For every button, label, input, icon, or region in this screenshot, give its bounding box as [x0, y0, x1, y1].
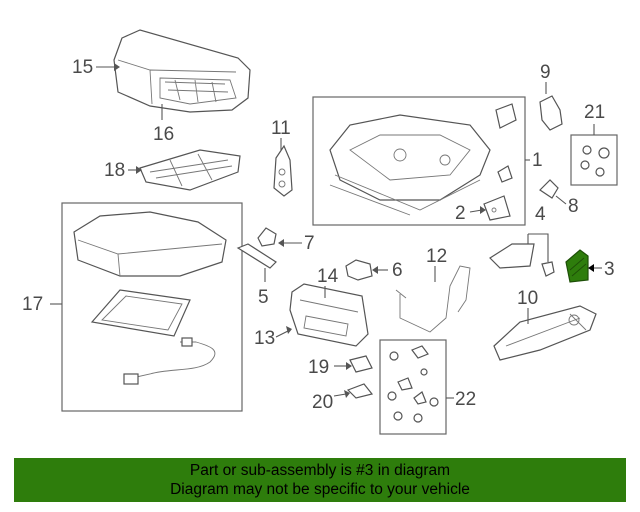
part-21-screws[interactable]	[580, 145, 610, 177]
part-21-group-box	[570, 134, 618, 186]
part-13-storage-drawer[interactable]	[289, 283, 369, 347]
callout-17: 17	[22, 294, 43, 315]
callout-18: 18	[104, 160, 125, 181]
part-22-group-box	[379, 339, 447, 435]
callout-4: 4	[535, 204, 546, 225]
callout-19: 19	[308, 357, 329, 378]
part-1-seat-frame[interactable]	[329, 114, 491, 216]
callout-10: 10	[517, 288, 538, 309]
callout-6: 6	[392, 260, 403, 281]
arrowhead-20	[344, 390, 350, 398]
part-15-seat-cushion-cover[interactable]	[113, 29, 251, 113]
part-12-cable[interactable]	[395, 265, 471, 333]
part-17-wire-harness	[123, 337, 216, 385]
part-7-bracket[interactable]	[257, 227, 277, 247]
callout-9: 9	[540, 62, 551, 83]
arrowhead-13	[286, 326, 292, 334]
part-6-clip[interactable]	[345, 259, 373, 281]
callout-13: 13	[254, 328, 275, 349]
callout-2: 2	[455, 203, 466, 224]
callout-1: 1	[532, 150, 543, 171]
part-11-bracket[interactable]	[273, 144, 293, 197]
callout-11: 11	[271, 118, 291, 139]
banner-line-1: Part or sub-assembly is #3 in diagram	[189, 462, 451, 479]
part-5-trim[interactable]	[236, 243, 277, 269]
arrowhead-15	[114, 63, 120, 71]
callout-5: 5	[258, 287, 269, 308]
callout-16: 16	[153, 124, 174, 145]
part-22-fasteners[interactable]	[387, 345, 439, 423]
callout-8: 8	[568, 196, 579, 217]
arrowhead-3	[588, 264, 594, 272]
callout-7: 7	[304, 233, 315, 254]
part-8-clip[interactable]	[539, 179, 559, 199]
part-4-cover[interactable]	[489, 243, 555, 277]
leader-4	[527, 233, 549, 262]
callout-3: 3	[604, 259, 615, 280]
part-19-clip[interactable]	[349, 355, 373, 373]
arrowhead-19	[346, 362, 352, 370]
arrowhead-18	[136, 166, 142, 174]
callout-15: 15	[72, 57, 93, 78]
part-1-group-box	[312, 96, 526, 226]
part-3-highlighted-cover[interactable]	[565, 249, 589, 283]
part-info-banner: Part or sub-assembly is #3 in diagram Di…	[14, 458, 626, 502]
callout-12: 12	[426, 246, 447, 267]
leader-8	[555, 195, 567, 205]
banner-line-2: Diagram may not be specific to your vehi…	[170, 481, 470, 498]
part-9-clip[interactable]	[539, 95, 563, 131]
part-18-heater-element[interactable]	[139, 149, 241, 191]
arrowhead-2	[480, 206, 486, 214]
part-17-group-box	[61, 202, 243, 412]
part-2-plate[interactable]	[483, 195, 511, 221]
arrowhead-7	[278, 239, 284, 247]
part-20-clip[interactable]	[346, 383, 374, 399]
part-10-side-trim[interactable]	[493, 305, 597, 361]
callout-22: 22	[455, 389, 476, 410]
callout-14: 14	[317, 266, 339, 287]
part-17-seat-pad[interactable]	[73, 211, 227, 277]
leader-20	[333, 393, 347, 397]
callout-21: 21	[584, 102, 605, 123]
callout-20: 20	[312, 392, 333, 413]
part-17-heater-mat	[90, 289, 191, 337]
arrowhead-6	[372, 266, 378, 274]
part-1-small-bracket	[495, 103, 517, 183]
